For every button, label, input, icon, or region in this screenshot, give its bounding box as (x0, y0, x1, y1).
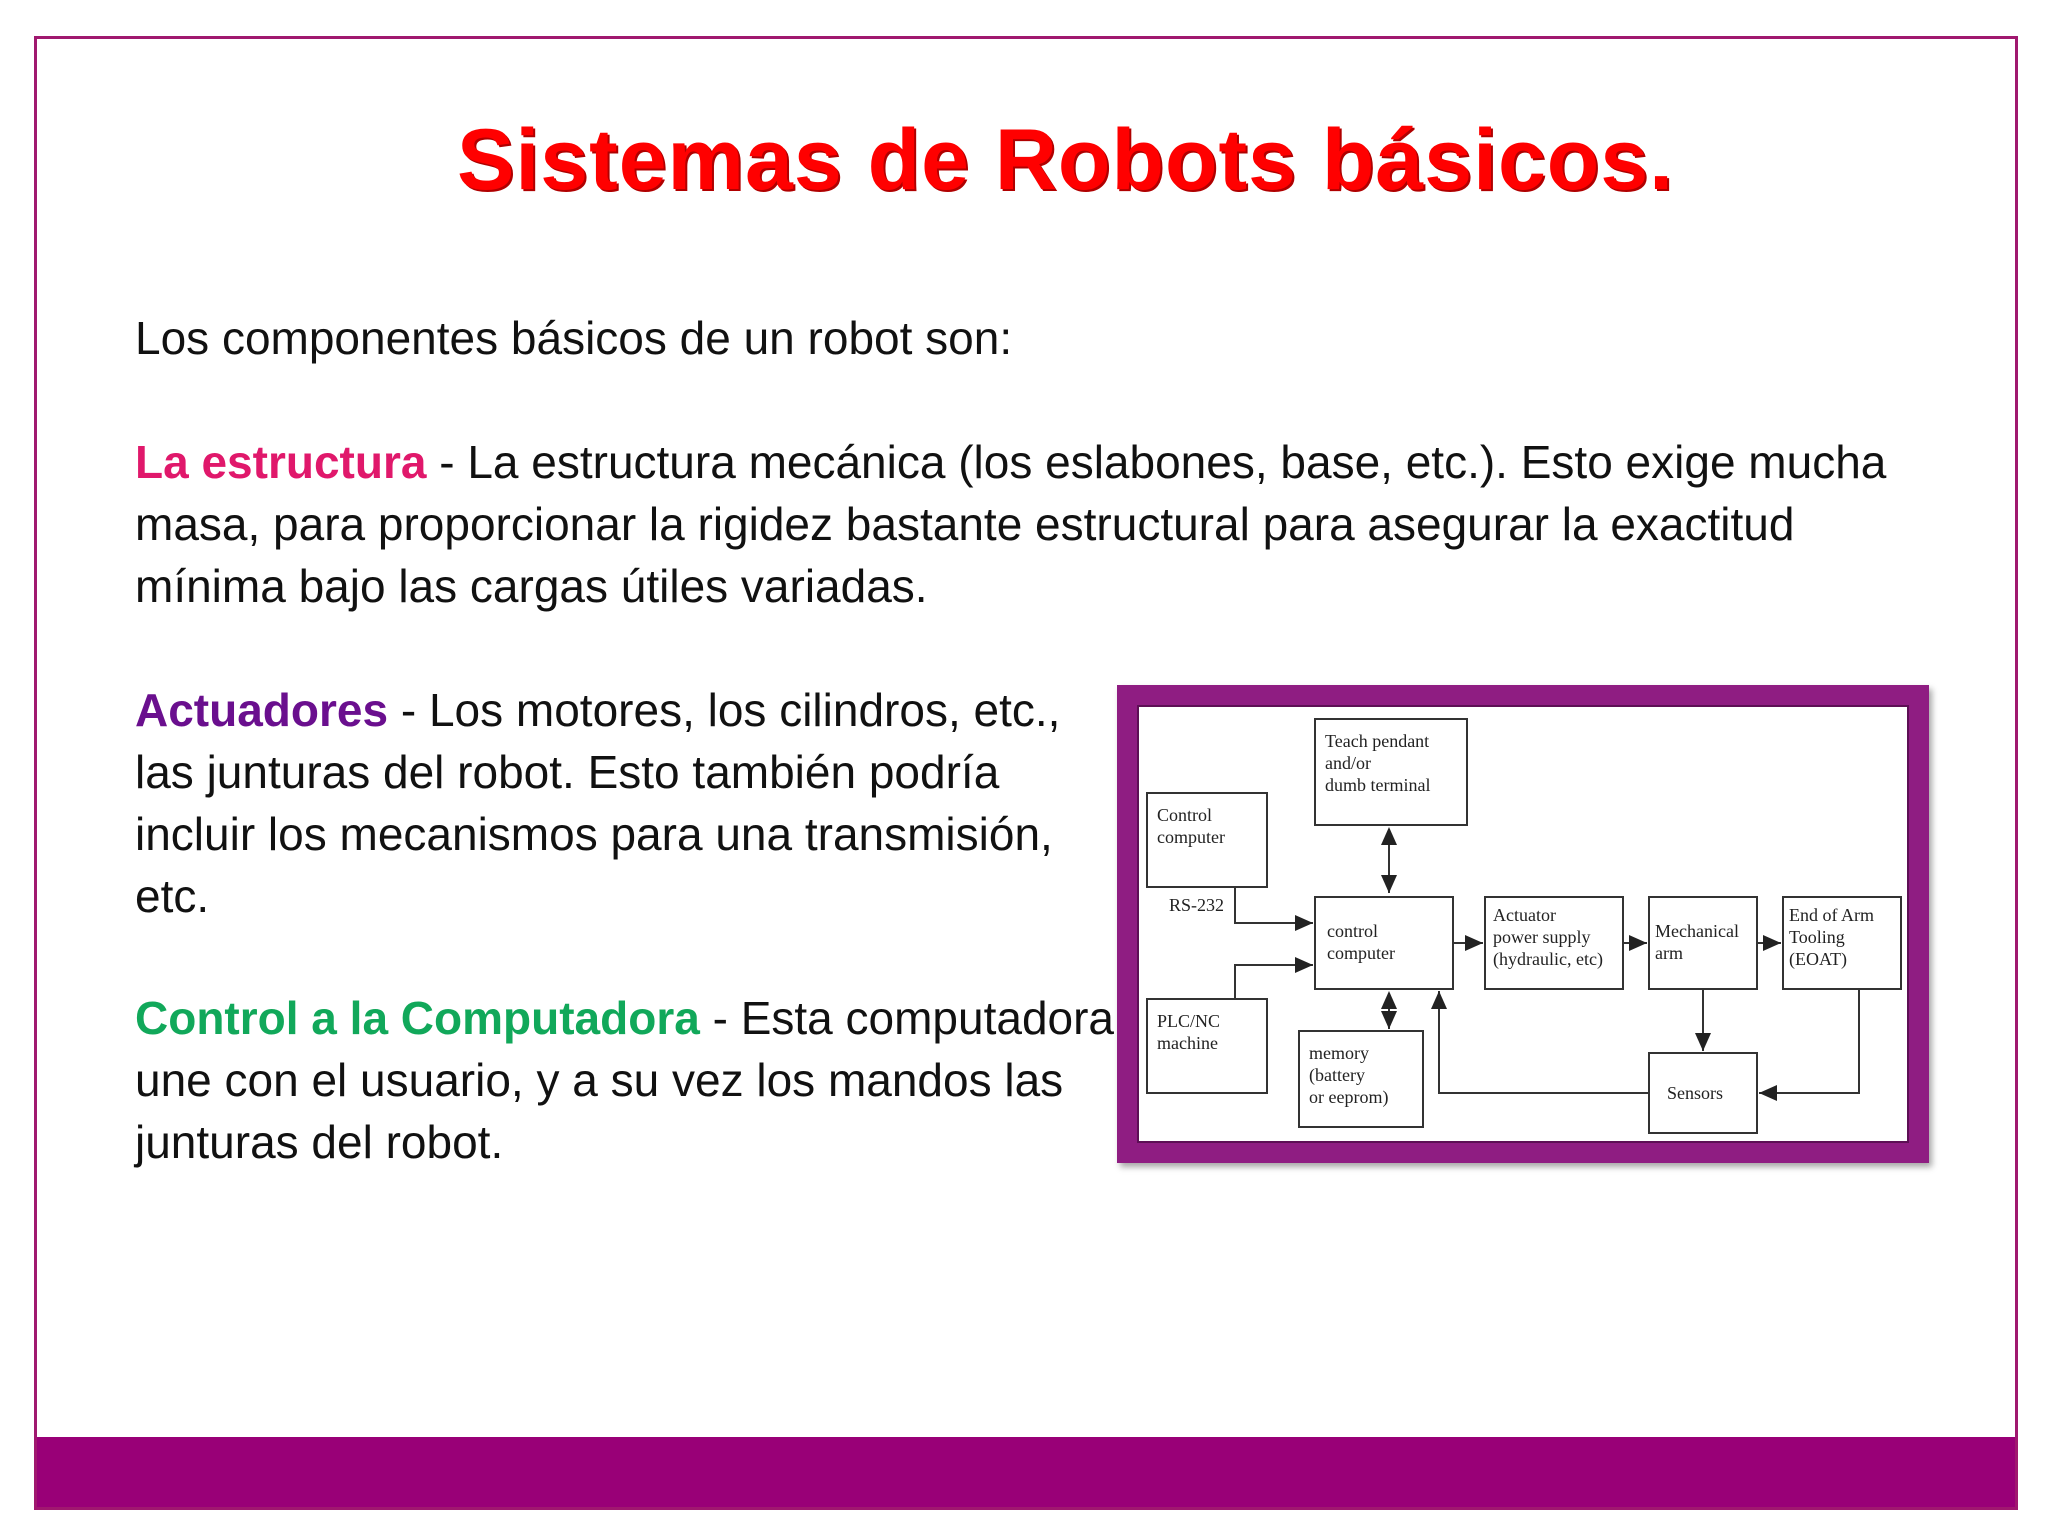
paragraph-control-body: - Esta computadora une con el usuario, y… (135, 992, 1115, 1168)
robot-diagram: Teach pendant and/or dumb terminal Contr… (1137, 705, 1909, 1143)
term-control: Control a la Computadora (135, 992, 700, 1044)
arrow-plc-control (1234, 957, 1313, 999)
intro-text: Los componentes básicos de un robot son: (135, 312, 1013, 364)
label-plc: PLC/NC machine (1157, 1011, 1225, 1053)
term-structure: La estructura (135, 436, 427, 488)
robot-diagram-frame: Teach pendant and/or dumb terminal Contr… (1117, 685, 1929, 1163)
arrow-eoat-sensors (1759, 989, 1860, 1101)
label-control-computer-ext: Control computer (1157, 805, 1225, 847)
box-plc (1146, 998, 1268, 1094)
box-memory (1298, 1030, 1424, 1128)
robot-diagram-svg: Teach pendant and/or dumb terminal Contr… (1146, 718, 1902, 1134)
paragraph-structure-body: - La estructura mecánica (los eslabones,… (135, 436, 1887, 612)
label-teach-pendant: Teach pendant and/or dumb terminal (1325, 731, 1434, 795)
label-sensors: Sensors (1667, 1083, 1723, 1103)
arrow-sensors-control (1431, 991, 1649, 1094)
label-mech-arm: Mechanical arm (1655, 921, 1743, 963)
paragraph-control: Control a la Computadora - Esta computad… (135, 987, 1115, 1173)
label-actuator: Actuator power supply (hydraulic, etc) (1493, 905, 1603, 970)
label-rs232: RS-232 (1169, 895, 1224, 915)
label-control-computer: control computer (1327, 921, 1395, 963)
box-teach-pendant (1314, 718, 1468, 826)
slide-title: Sistemas de Robots básicos. (457, 112, 1675, 208)
slide: Sistemas de Robots básicos. Los componen… (34, 36, 2018, 1510)
paragraph-structure: La estructura - La estructura mecánica (… (135, 431, 1895, 617)
box-control-computer-ext (1146, 792, 1268, 888)
box-eoat (1782, 896, 1902, 990)
paragraph-actuators: Actuadores - Los motores, los cilindros,… (135, 679, 1115, 927)
paragraph-actuators-body: - Los motores, los cilindros, etc., las … (135, 684, 1061, 922)
label-memory: memory (battery or eeprom) (1309, 1043, 1388, 1108)
term-actuators: Actuadores (135, 684, 389, 736)
label-eoat: End of Arm Tooling (EOAT) (1789, 905, 1879, 970)
arrow-ext-control (1234, 887, 1313, 931)
footer-bar (37, 1437, 2015, 1507)
